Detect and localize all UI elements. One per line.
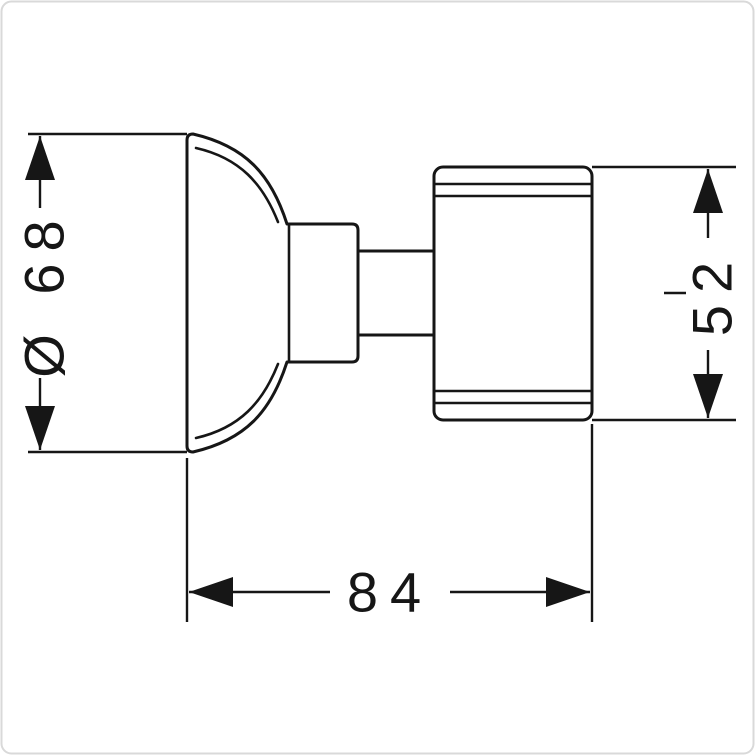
valve-body-outline	[432, 165, 594, 422]
valve-body	[432, 165, 594, 422]
arrow-down-icon	[693, 374, 723, 418]
dimension-height: 52	[592, 165, 744, 422]
arrow-up-icon	[25, 136, 55, 180]
escutcheon-inner-contour-top	[194, 146, 280, 224]
diameter-label: Ø 68	[13, 208, 76, 377]
escutcheon-inner-contour-bottom	[194, 362, 280, 440]
label-background	[12, 208, 72, 378]
height-label: 52	[681, 250, 744, 336]
arrow-down-icon	[25, 406, 55, 450]
label-background	[682, 238, 736, 350]
arrow-left-icon	[189, 577, 233, 607]
dimension-diameter: Ø 68	[12, 132, 187, 454]
arrow-up-icon	[693, 169, 723, 213]
dimension-width: 84	[185, 424, 594, 624]
width-label: 84	[347, 561, 433, 624]
escutcheon-profile	[185, 132, 360, 454]
label-background	[330, 562, 450, 622]
connecting-stem	[356, 249, 436, 337]
arrow-right-icon	[546, 577, 590, 607]
escutcheon-outline	[185, 132, 360, 454]
